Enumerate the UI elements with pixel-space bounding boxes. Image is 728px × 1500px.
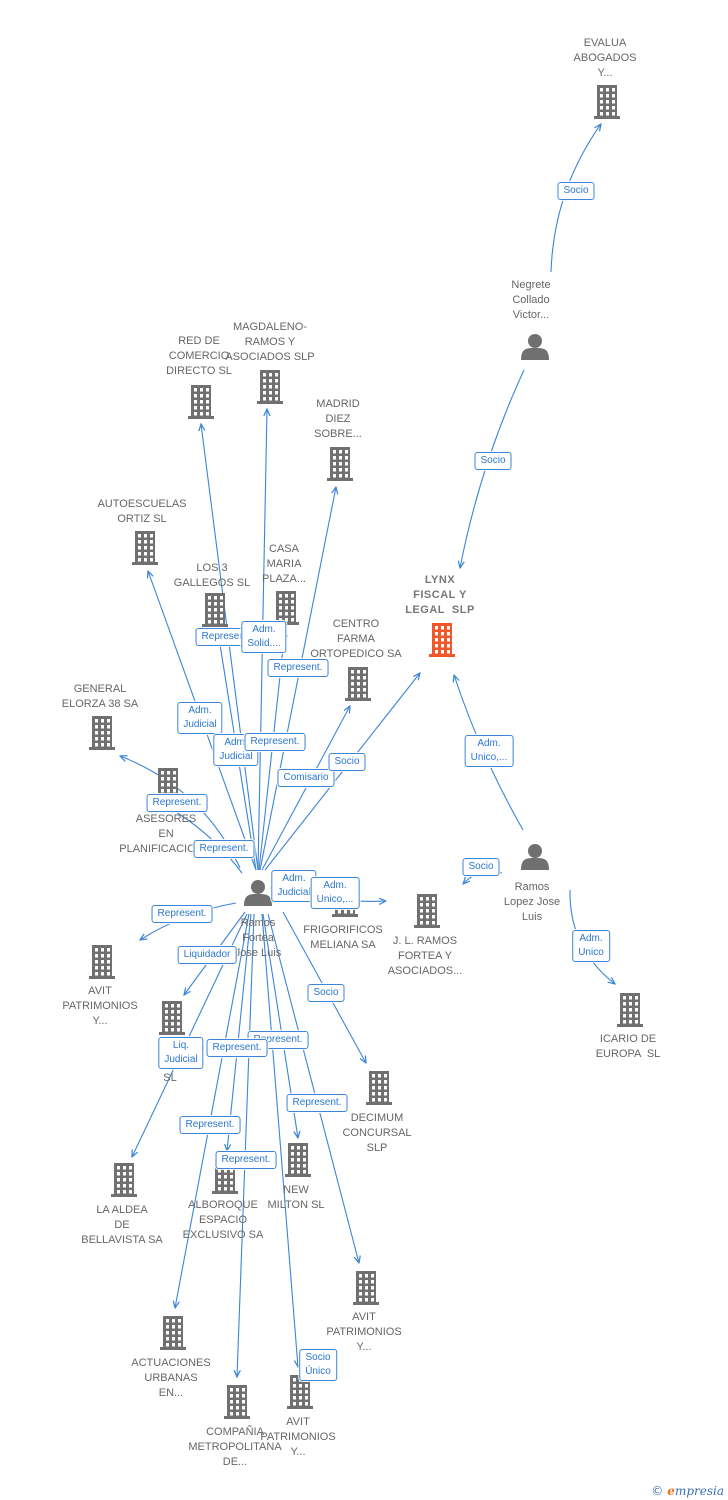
node-label-avit3[interactable]: AVIT PATRIMONIOS Y... xyxy=(260,1416,336,1458)
node-label-asesores[interactable]: ASESORES EN PLANIFICACION... xyxy=(119,813,213,855)
node-label-ramos-fortea[interactable]: Ramos Fortea Jose Luis xyxy=(234,917,282,959)
relation-badge-ramos-fortea-to-centro-farma[interactable]: Comisario xyxy=(277,769,335,787)
building-icon-jl-ramos[interactable] xyxy=(414,894,440,928)
node-label-avit1[interactable]: AVIT PATRIMONIOS Y... xyxy=(62,985,138,1027)
building-icon-centro-farma[interactable] xyxy=(345,667,371,701)
empresia-watermark[interactable]: ©empresia xyxy=(651,1484,724,1498)
node-label-frigorificos[interactable]: FRIGORIFICOS MELIANA SA xyxy=(303,924,383,951)
node-label-madrid-diez[interactable]: MADRID DIEZ SOBRE... xyxy=(314,398,362,440)
building-icon-decimum[interactable] xyxy=(366,1071,392,1105)
relation-badge-ramos-fortea-to-hpol[interactable]: Liquidador xyxy=(177,946,237,964)
node-label-alboroque[interactable]: ALBOROQUE ESPACIO EXCLUSIVO SA xyxy=(182,1199,264,1241)
relation-badge-ramos-fortea-to-autoescuelas[interactable]: Adm. Judicial xyxy=(177,702,223,734)
relation-badge-ramos-fortea-to-avit3[interactable]: Socio Único xyxy=(299,1349,337,1381)
relation-badge-negrete-to-lynx[interactable]: Socio xyxy=(474,452,512,470)
relation-badge-ramos-fortea-to-casa-maria[interactable]: Represent. xyxy=(244,733,306,751)
edge-ramos-fortea-to-compania xyxy=(237,913,255,1377)
building-icon-general-elorza[interactable] xyxy=(89,716,115,750)
node-label-red-comercio[interactable]: RED DE COMERCIO DIRECTO SL xyxy=(166,335,232,377)
building-icon-lynx[interactable] xyxy=(429,623,455,657)
copyright-symbol: © xyxy=(651,1484,664,1498)
node-label-avit2[interactable]: AVIT PATRIMONIOS Y... xyxy=(326,1311,402,1353)
person-icon-negrete[interactable] xyxy=(521,334,549,360)
node-label-ramos-lopez[interactable]: Ramos Lopez Jose Luis xyxy=(503,881,561,923)
edge-ramos-fortea-to-actuaciones xyxy=(175,913,250,1308)
relation-badge-ramos-fortea-to-avit1[interactable]: Represent. xyxy=(151,905,213,923)
edge-ramos-fortea-to-red-comercio xyxy=(201,424,259,871)
building-icon-la-aldea[interactable] xyxy=(111,1163,137,1197)
node-label-icario[interactable]: ICARIO DE EUROPA SL xyxy=(595,1033,661,1060)
node-label-jl-ramos[interactable]: J. L. RAMOS FORTEA Y ASOCIADOS... xyxy=(387,935,463,977)
brand-name: mpresia xyxy=(674,1484,724,1498)
node-label-actuaciones[interactable]: ACTUACIONES URBANAS EN... xyxy=(131,1357,211,1399)
edge-ramos-fortea-to-lynx xyxy=(264,673,420,871)
relation-badge-ramos-fortea-to-frigorificos[interactable]: Adm. Judicial xyxy=(271,870,317,902)
building-icon-red-comercio[interactable] xyxy=(188,385,214,419)
building-icon-compania[interactable] xyxy=(224,1385,250,1419)
edge-ramos-fortea-to-centro-farma xyxy=(261,706,350,871)
node-label-general-elorza[interactable]: GENERAL ELORZA 38 SA xyxy=(61,683,139,710)
node-label-la-aldea[interactable]: LA ALDEA DE BELLAVISTA SA xyxy=(81,1204,163,1246)
edge-ramos-fortea-to-avit3 xyxy=(261,913,298,1367)
edge-ramos-fortea-to-avit2 xyxy=(267,913,359,1263)
building-icon-magdaleno[interactable] xyxy=(257,370,283,404)
edge-ramos-fortea-to-madrid-diez xyxy=(259,487,336,871)
relation-badge-ramos-lopez-to-jl-ramos[interactable]: Socio xyxy=(462,858,500,876)
node-label-new-milton[interactable]: NEW MILTON SL xyxy=(267,1184,325,1211)
building-icon-actuaciones[interactable] xyxy=(160,1316,186,1350)
relation-badge-ramos-fortea-to-decimum[interactable]: Socio xyxy=(307,984,345,1002)
node-label-centro-farma[interactable]: CENTRO FARMA ORTOPEDICO SA xyxy=(310,618,402,660)
relation-badge-ramos-fortea-to-lynx[interactable]: Socio xyxy=(328,753,366,771)
relation-badge-ramos-fortea-to-jl-ramos[interactable]: Adm. Unico,... xyxy=(310,877,360,909)
relation-badge-ramos-fortea-to-magdaleno[interactable]: Adm. Solid.... xyxy=(241,621,287,653)
brand-initial: e xyxy=(667,1484,675,1498)
node-label-casa-maria[interactable]: CASA MARIA PLAZA... xyxy=(261,543,307,585)
building-icon-avit2[interactable] xyxy=(353,1271,379,1305)
edge-ramos-fortea-to-asesores xyxy=(168,807,243,874)
node-label-lynx[interactable]: LYNX FISCAL Y LEGAL SLP xyxy=(405,574,475,616)
building-icon-avit3[interactable] xyxy=(287,1375,313,1409)
relation-badge-negrete-to-evalua[interactable]: Socio xyxy=(557,182,595,200)
relation-badge-ramos-fortea-to-actuaciones[interactable]: Represent. xyxy=(206,1039,268,1057)
building-icon-madrid-diez[interactable] xyxy=(327,447,353,481)
node-label-magdaleno[interactable]: MAGDALENO- RAMOS Y ASOCIADOS SLP xyxy=(225,321,315,363)
relation-badge-ramos-fortea-to-general-elorza[interactable]: Represent. xyxy=(146,794,208,812)
node-label-decimum[interactable]: DECIMUM CONCURSAL SLP xyxy=(342,1112,412,1154)
relation-badge-ramos-lopez-to-lynx[interactable]: Adm. Unico,... xyxy=(464,735,514,767)
edge-ramos-fortea-to-la-aldea xyxy=(132,913,248,1157)
node-label-evalua[interactable]: EVALUA ABOGADOS Y... xyxy=(573,37,637,79)
relation-badge-ramos-lopez-to-icario[interactable]: Adm. Unico xyxy=(572,930,610,962)
relation-badge-ramos-fortea-to-avit2[interactable]: Represent. xyxy=(286,1094,348,1112)
node-label-los3[interactable]: LOS 3 GALLEGOS SL xyxy=(173,562,251,589)
building-icon-evalua[interactable] xyxy=(594,85,620,119)
nodes-layer xyxy=(89,85,643,1419)
node-label-negrete[interactable]: Negrete Collado Victor... xyxy=(511,279,551,321)
node-label-autoescuelas[interactable]: AUTOESCUELAS ORTIZ SL xyxy=(97,498,187,525)
building-icon-avit1[interactable] xyxy=(89,945,115,979)
building-icon-icario[interactable] xyxy=(617,993,643,1027)
relation-badge-ramos-fortea-to-alboroque[interactable]: Represent. xyxy=(179,1116,241,1134)
person-icon-ramos-lopez[interactable] xyxy=(521,844,549,870)
relation-badge-ramos-fortea-to-la-aldea[interactable]: Liq. Judicial xyxy=(158,1037,204,1069)
relation-badge-ramos-fortea-to-madrid-diez[interactable]: Represent. xyxy=(267,659,329,677)
building-icon-los3[interactable] xyxy=(202,593,228,627)
node-label-compania[interactable]: COMPAÑIA METROPOLITANA DE... xyxy=(188,1426,282,1468)
building-icon-new-milton[interactable] xyxy=(285,1143,311,1177)
building-icon-casa-maria[interactable] xyxy=(273,591,299,625)
relation-badge-ramos-fortea-to-compania[interactable]: Represent. xyxy=(215,1151,277,1169)
relation-badge-ramos-fortea-to-asesores[interactable]: Represent. xyxy=(193,840,255,858)
building-icon-hpol[interactable] xyxy=(159,1001,185,1035)
person-icon-ramos-fortea[interactable] xyxy=(244,880,272,906)
building-icon-autoescuelas[interactable] xyxy=(132,531,158,565)
